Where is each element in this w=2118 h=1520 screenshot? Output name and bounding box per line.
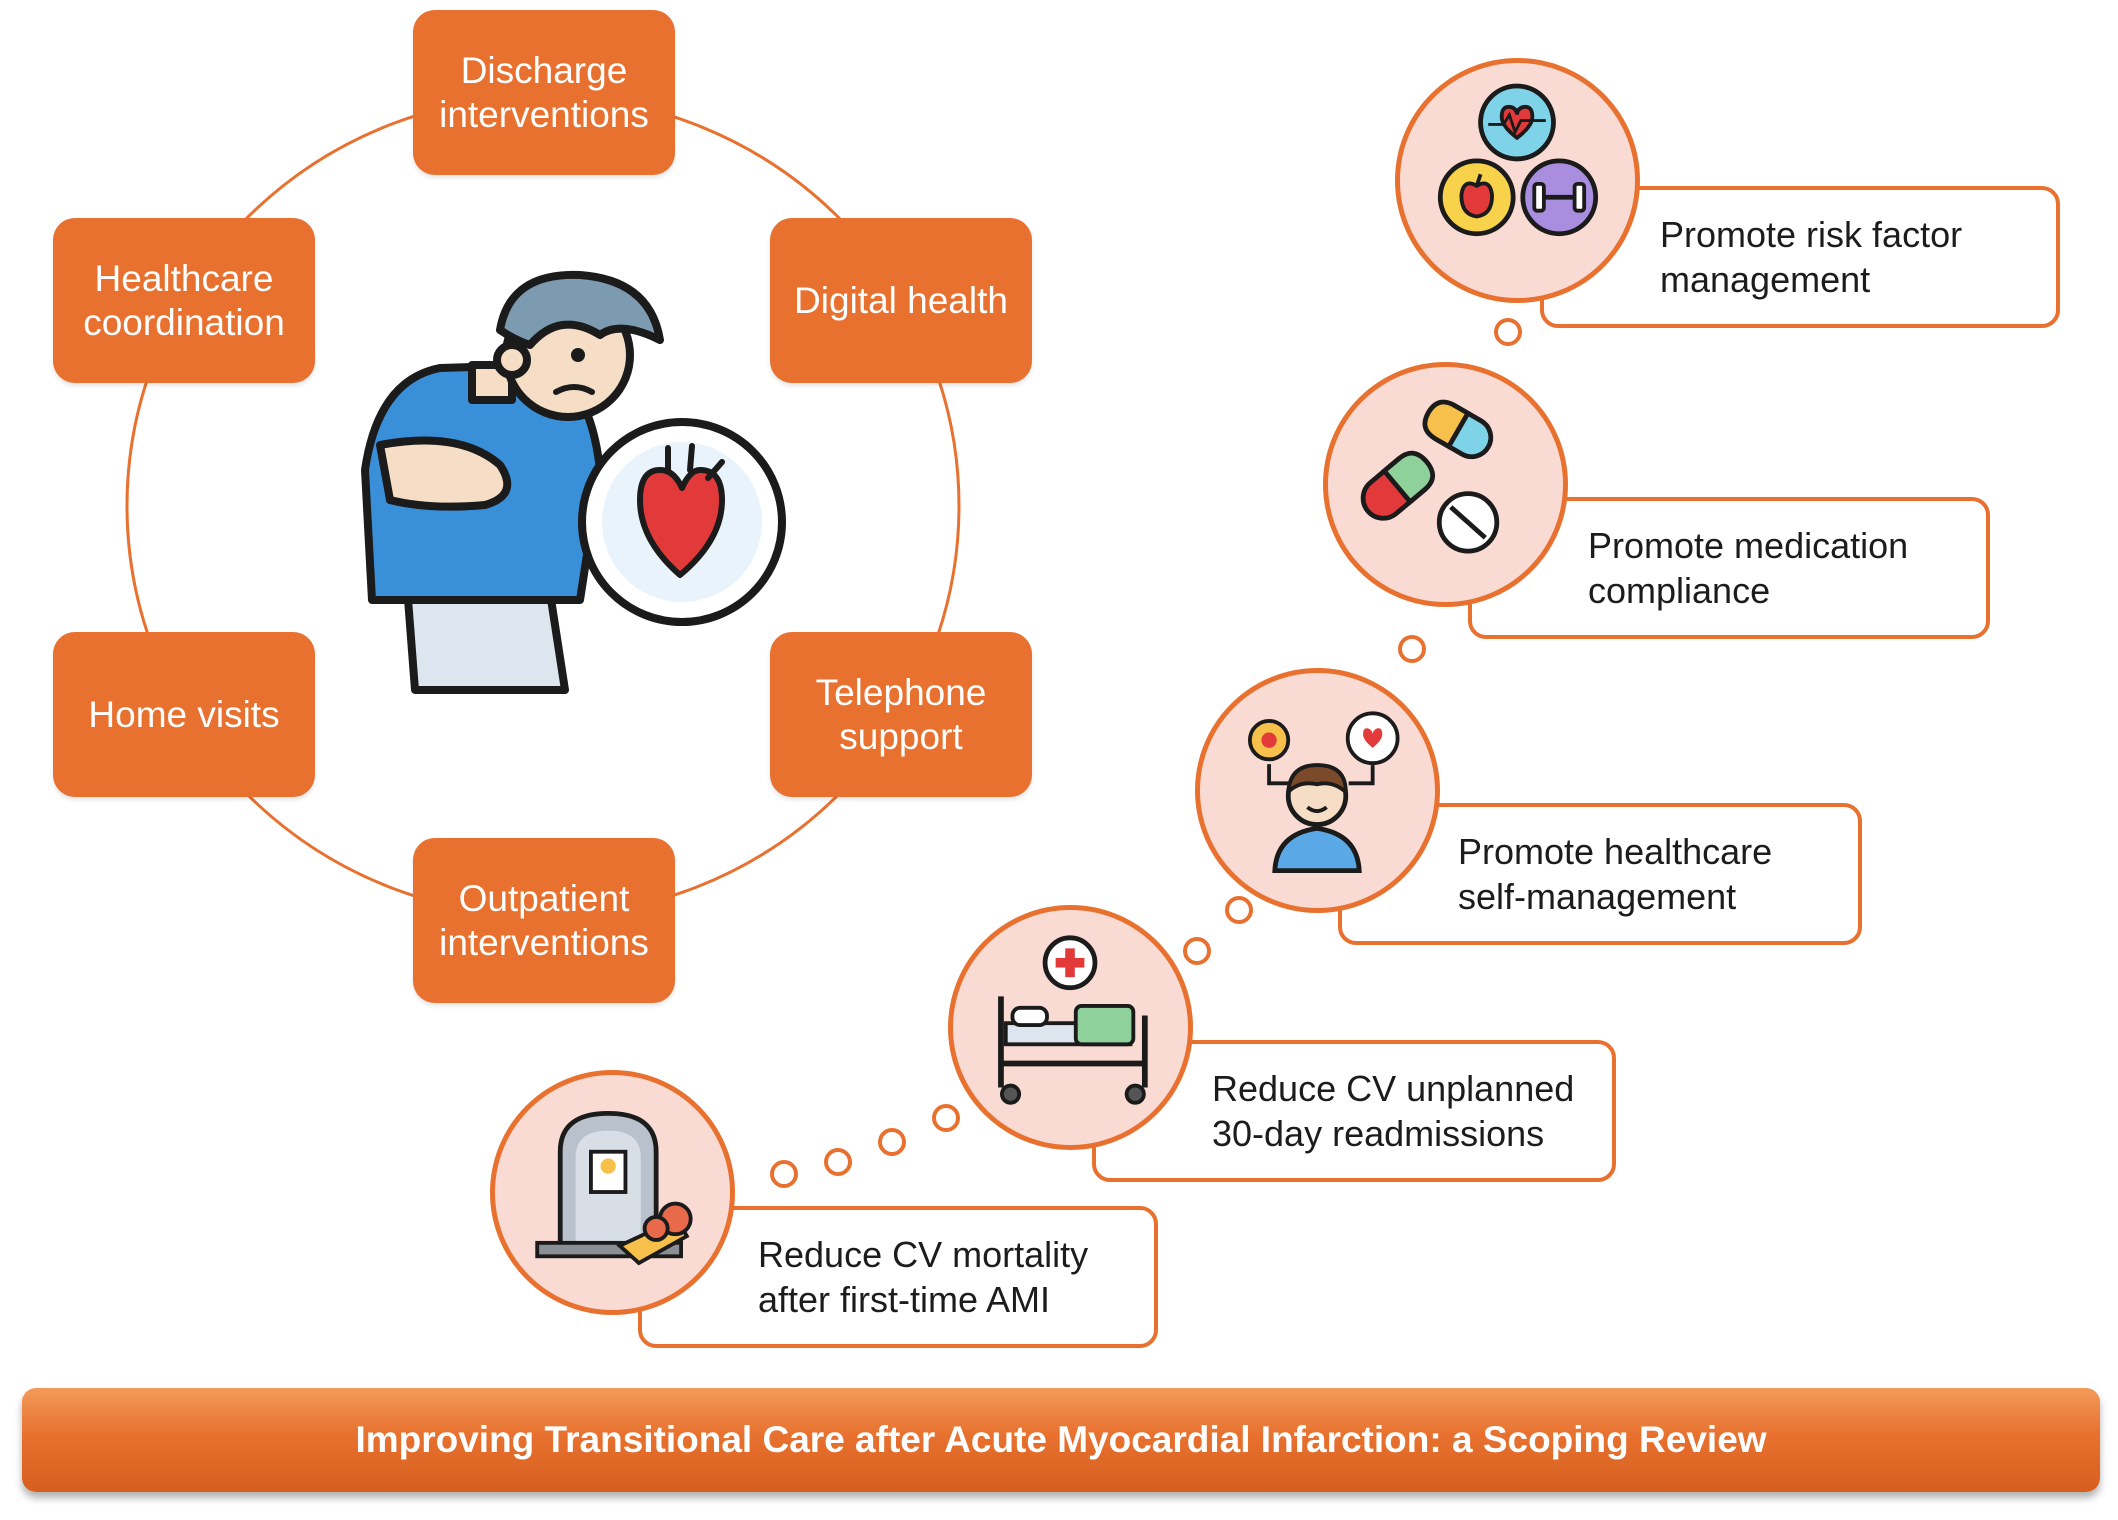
outcome-risk-factor-card: Promote risk factor management xyxy=(1540,186,2060,328)
intervention-discharge: Discharge interventions xyxy=(413,10,675,175)
intervention-label: Digital health xyxy=(794,279,1008,321)
hospital-bed-icon xyxy=(948,905,1193,1150)
intervention-label: Outpatient interventions xyxy=(439,877,649,963)
intervention-label: Home visits xyxy=(88,693,280,735)
page-title: Improving Transitional Care after Acute … xyxy=(355,1419,1767,1460)
patient-chest-pain-heart-icon xyxy=(361,270,786,694)
outcome-label: Reduce CV unplanned 30-day readmissions xyxy=(1212,1068,1575,1154)
outcome-label: Promote medication compliance xyxy=(1588,525,1909,611)
connector-dot xyxy=(1398,635,1426,663)
intervention-label: Healthcare coordination xyxy=(83,257,285,343)
self-care-person-icon xyxy=(1195,668,1440,913)
connector-dot xyxy=(932,1104,960,1132)
title-banner: Improving Transitional Care after Acute … xyxy=(22,1388,2100,1492)
intervention-label: Discharge interventions xyxy=(439,49,649,135)
outcome-label: Reduce CV mortality after first-time AMI xyxy=(758,1234,1089,1320)
connector-dot xyxy=(878,1128,906,1156)
connector-dot xyxy=(824,1148,852,1176)
heart-apple-dumbbell-icon xyxy=(1395,58,1640,303)
intervention-home-visits: Home visits xyxy=(53,632,315,797)
intervention-telephone-support: Telephone support xyxy=(770,632,1032,797)
connector-dot xyxy=(1183,937,1211,965)
outcome-label: Promote risk factor management xyxy=(1660,214,1963,300)
outcome-label: Promote healthcare self-management xyxy=(1458,831,1773,917)
intervention-outpatient: Outpatient interventions xyxy=(413,838,675,1003)
connector-dot xyxy=(1225,896,1253,924)
pills-icon xyxy=(1323,362,1568,607)
connector-dot xyxy=(1494,318,1522,346)
intervention-label: Telephone support xyxy=(815,671,987,757)
intervention-healthcare-coordination: Healthcare coordination xyxy=(53,218,315,383)
intervention-digital-health: Digital health xyxy=(770,218,1032,383)
connector-dot xyxy=(770,1160,798,1188)
gravestone-flowers-icon xyxy=(490,1070,735,1315)
